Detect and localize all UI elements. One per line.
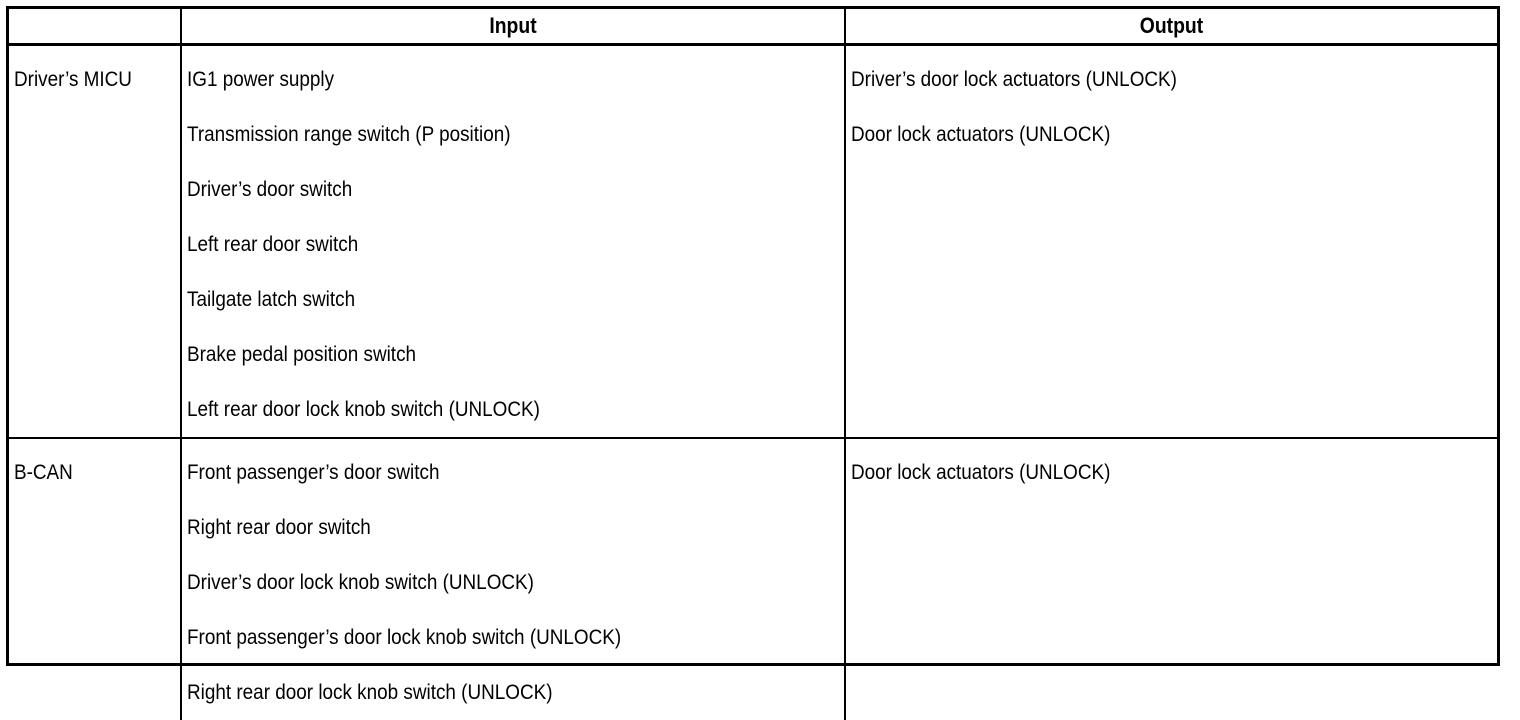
row-system-label: Driver’s MICU — [14, 67, 132, 91]
list-item: Front passenger’s door lock knob switch … — [187, 625, 622, 649]
row-input-inner: IG1 power supply Transmission range swit… — [182, 46, 844, 437]
table-row: B-CAN Front passenger’s door switch Righ… — [9, 437, 1497, 720]
list-item: Transmission range switch (P position) — [187, 122, 511, 146]
row-system-label: B-CAN — [14, 460, 73, 484]
list-item: Brake pedal position switch — [187, 342, 417, 366]
list-item: IG1 power supply — [187, 67, 335, 91]
table-body: Driver’s MICU IG1 power supply Transmiss… — [9, 44, 1497, 720]
list-item: Driver’s door lock actuators (UNLOCK) — [851, 67, 1177, 91]
row-output-cell: Driver’s door lock actuators (UNLOCK) Do… — [845, 44, 1497, 439]
list-item: Right rear door switch — [187, 515, 371, 539]
row-input-cell: IG1 power supply Transmission range swit… — [181, 44, 846, 439]
list-item: Driver’s door switch — [187, 177, 353, 201]
list-item: Front passenger’s door switch — [187, 460, 440, 484]
header-cell-output: Output — [845, 9, 1497, 46]
table-header: Input Output — [9, 9, 1497, 46]
list-item: Left rear door lock knob switch (UNLOCK) — [187, 397, 540, 421]
header-row: Input Output — [9, 9, 1497, 46]
row-input-inner: Front passenger’s door switch Right rear… — [182, 439, 844, 720]
row-system-inner: B-CAN — [9, 439, 180, 500]
row-output-inner: Door lock actuators (UNLOCK) — [846, 439, 1497, 500]
header-label-input: Input — [489, 12, 537, 38]
row-system-cell: Driver’s MICU — [9, 44, 182, 439]
table-row: Driver’s MICU IG1 power supply Transmiss… — [9, 44, 1497, 439]
header-label-output: Output — [1139, 12, 1204, 38]
specification-table: Input Output Driver’s MICU IG1 power sup… — [6, 6, 1500, 720]
list-item: Left rear door switch — [187, 232, 359, 256]
row-output-inner: Driver’s door lock actuators (UNLOCK) Do… — [846, 46, 1497, 162]
header-cell-input: Input — [181, 9, 846, 46]
row-output-cell: Door lock actuators (UNLOCK) — [845, 438, 1497, 720]
list-item: Right rear door lock knob switch (UNLOCK… — [187, 680, 553, 704]
row-system-cell: B-CAN — [9, 437, 182, 720]
header-cell-system — [9, 9, 182, 46]
row-system-inner: Driver’s MICU — [9, 46, 180, 107]
input-output-table: Input Output Driver’s MICU IG1 power sup… — [9, 9, 1497, 720]
list-item: Tailgate latch switch — [187, 287, 356, 311]
row-input-cell: Front passenger’s door switch Right rear… — [181, 437, 846, 720]
list-item: Door lock actuators (UNLOCK) — [851, 122, 1111, 146]
list-item: Driver’s door lock knob switch (UNLOCK) — [187, 570, 534, 594]
list-item: Door lock actuators (UNLOCK) — [851, 460, 1111, 484]
